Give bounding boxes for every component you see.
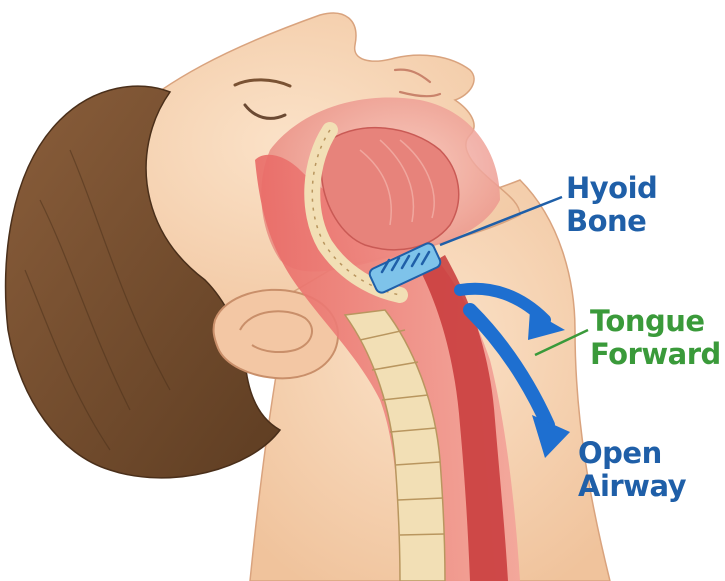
airway-label-line2: Airway — [578, 470, 686, 503]
tongue-forward-label: Tongue Forward — [590, 305, 721, 371]
hyoid-bone-label: Hyoid Bone — [566, 172, 657, 238]
airway-label-line1: Open — [578, 437, 686, 470]
hyoid-label-line2: Bone — [566, 205, 657, 238]
tongue-label-line2: Forward — [590, 338, 721, 371]
hyoid-label-line1: Hyoid — [566, 172, 657, 205]
open-airway-label: Open Airway — [578, 437, 686, 503]
tongue-label-line1: Tongue — [590, 305, 721, 338]
